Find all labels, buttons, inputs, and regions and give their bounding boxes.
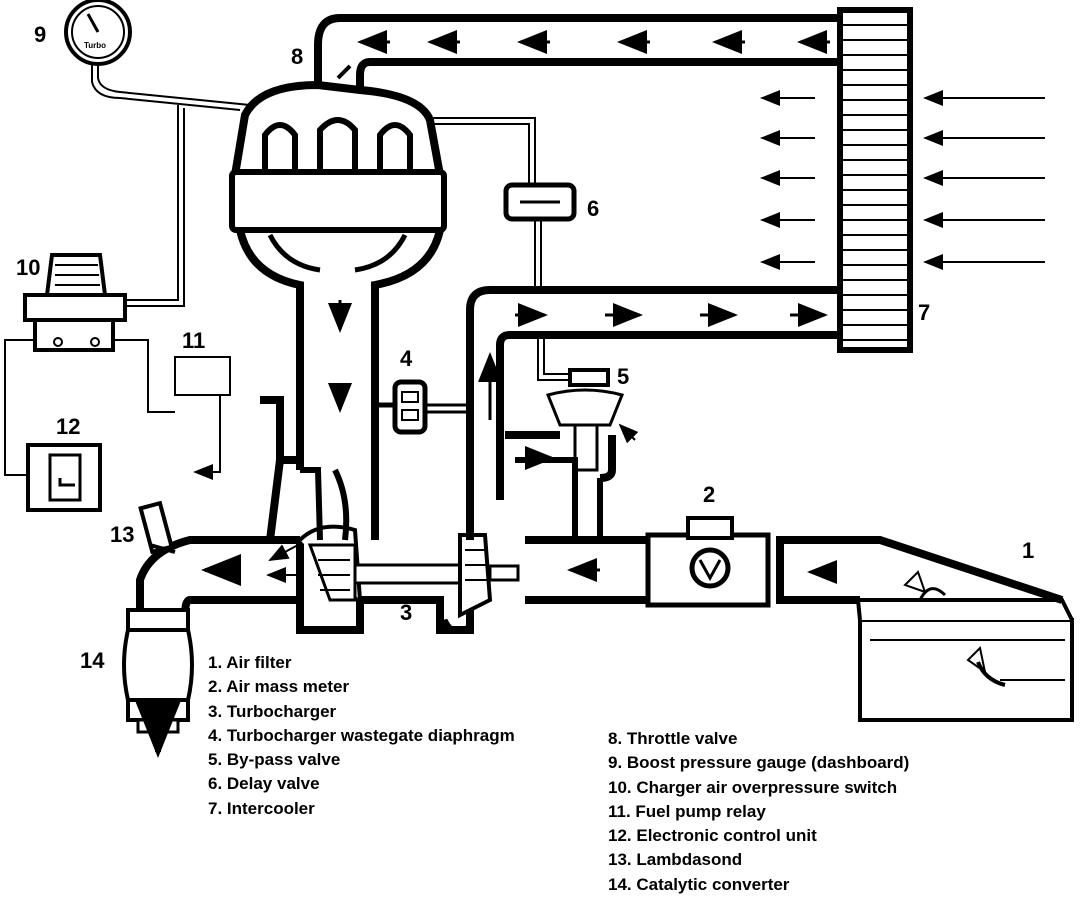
legend-item: 5. By-pass valve: [208, 750, 341, 770]
legend-item: 11. Fuel pump relay: [608, 801, 766, 821]
callout-7: 7: [918, 300, 930, 325]
legend-right: 8. Throttle valve 9. Boost pressure gaug…: [608, 727, 909, 897]
boost-pressure-gauge: Turbo: [64, 0, 132, 66]
callout-12: 12: [56, 414, 80, 439]
intake-manifold: [229, 64, 447, 540]
gauge-hose-inner: [91, 64, 241, 111]
callout-13: 13: [110, 522, 134, 547]
callout-10: 10: [16, 255, 40, 280]
callout-2: 2: [703, 482, 715, 507]
lambda-sensor: [138, 500, 176, 555]
legend-left: 1. Air filter 2. Air mass meter 3. Turbo…: [208, 651, 515, 821]
intercooler-outlet-pipe: [314, 14, 840, 90]
callout-3: 3: [400, 600, 412, 625]
callout-5: 5: [617, 364, 629, 389]
legend-item: 2. Air mass meter: [208, 677, 350, 697]
callout-1: 1: [1022, 538, 1034, 563]
callout-14: 14: [80, 648, 105, 673]
charge-pipe: [466, 286, 848, 540]
catalytic-converter: [122, 608, 194, 758]
switch-hose-inner: [125, 108, 185, 307]
legend-item: 10. Charger air overpressure switch: [608, 777, 898, 797]
air-filter: [855, 598, 1074, 722]
legend-item: 3. Turbocharger: [208, 701, 337, 721]
engine-block: [260, 396, 350, 541]
callout-4: 4: [400, 346, 413, 371]
callout-6: 6: [587, 196, 599, 221]
legend-item: 4. Turbocharger wastegate diaphragm: [208, 725, 515, 745]
legend-item: 6. Delay valve: [208, 774, 320, 794]
delay-valve: [430, 117, 577, 290]
callout-9: 9: [34, 22, 46, 47]
gauge-label: Turbo: [84, 41, 106, 50]
legend-item: 7. Intercooler: [208, 798, 315, 818]
intake-pipe: [776, 536, 1064, 604]
switch-hose: [125, 105, 179, 301]
intercooler: [837, 7, 913, 353]
legend-item: 13. Lambdasond: [608, 850, 743, 870]
wiring: [4, 339, 221, 480]
exhaust-pipe: [136, 536, 300, 616]
gauge-hose: [97, 64, 251, 106]
cooling-air-arrows: [760, 90, 1045, 270]
legend-item: 8. Throttle valve: [608, 729, 738, 748]
bypass-valve: [505, 335, 639, 540]
callout-numbers: 1 2 3 4 5 6 7 8 9 10 11 12 13 14: [16, 22, 1034, 673]
legend-item: 12. Electronic control unit: [608, 826, 817, 846]
callout-8: 8: [291, 44, 303, 69]
air-mass-meter: [645, 516, 771, 608]
wastegate-diaphragm: [372, 379, 470, 435]
electronic-control-unit: [26, 443, 102, 512]
legend-item: 9. Boost pressure gauge (dashboard): [608, 753, 910, 773]
turbocharger: [296, 524, 520, 634]
legend-item: 1. Air filter: [208, 653, 292, 672]
compressor-inlet-pipe: [525, 536, 648, 604]
legend-item: 14. Catalytic converter: [608, 874, 790, 894]
callout-11: 11: [182, 328, 205, 353]
fuel-pump-relay: [174, 356, 231, 396]
overpressure-switch: [23, 253, 127, 352]
